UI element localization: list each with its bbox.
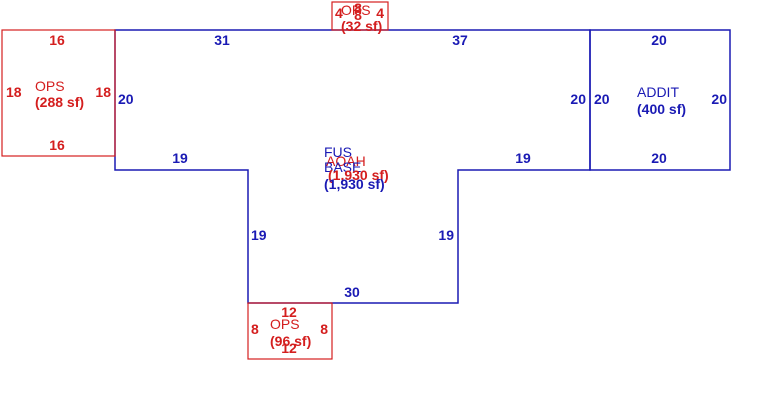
addit-outline [589,29,731,171]
dim-main-leg-right: 19 [438,227,454,243]
ops-left-outline [1,29,116,157]
dim-ops-top-bottom: 8 [354,7,362,23]
label-main-name2: BASE [324,159,361,175]
dim-main-leg-left: 19 [251,227,267,243]
dim-addit-left: 20 [594,91,610,107]
label-overlap-name: AOAH [326,153,366,169]
dim-main-step-left: 19 [172,150,188,166]
dim-ops-left-left: 18 [6,84,22,100]
dim-main-step-right: 19 [515,150,531,166]
dim-ops-top-right: 4 [376,5,384,21]
label-ops-top-area: (32 sf) [341,18,382,34]
label-overlap-area: (1,930 sf) [328,167,389,183]
label-ops-bottom-area: (96 sf) [270,333,311,349]
dim-main-left: 20 [118,91,134,107]
label-addit-area: (400 sf) [637,101,686,117]
label-main-name: FUS [324,144,352,160]
label-main-area: (1,930 sf) [324,176,385,192]
ops-top-outline [331,1,389,31]
label-ops-top-name: OPS [341,2,371,18]
dim-ops-left-bottom: 16 [49,137,65,153]
dim-ops-bottom-bottom: 12 [281,340,297,356]
dim-main-top-left: 31 [214,32,230,48]
dim-main-top-right: 37 [452,32,468,48]
dim-ops-left-top: 16 [49,32,65,48]
dim-main-right: 20 [570,91,586,107]
dim-addit-right: 20 [711,91,727,107]
dim-addit-bottom: 20 [651,150,667,166]
dim-ops-bottom-top: 12 [281,304,297,320]
dim-ops-bottom-right: 8 [320,321,328,337]
dim-main-bottom: 30 [344,284,360,300]
dim-ops-top-left: 4 [335,5,343,21]
ops-bottom-outline [247,302,333,360]
label-ops-left-name: OPS [35,78,65,94]
label-ops-bottom-name: OPS [270,316,300,332]
dim-addit-top: 20 [651,32,667,48]
dim-ops-top-top: 8 [354,0,362,16]
dim-ops-left-right: 18 [95,84,111,100]
label-ops-left-area: (288 sf) [35,94,84,110]
label-addit-name: ADDIT [637,84,679,100]
dim-ops-bottom-left: 8 [251,321,259,337]
